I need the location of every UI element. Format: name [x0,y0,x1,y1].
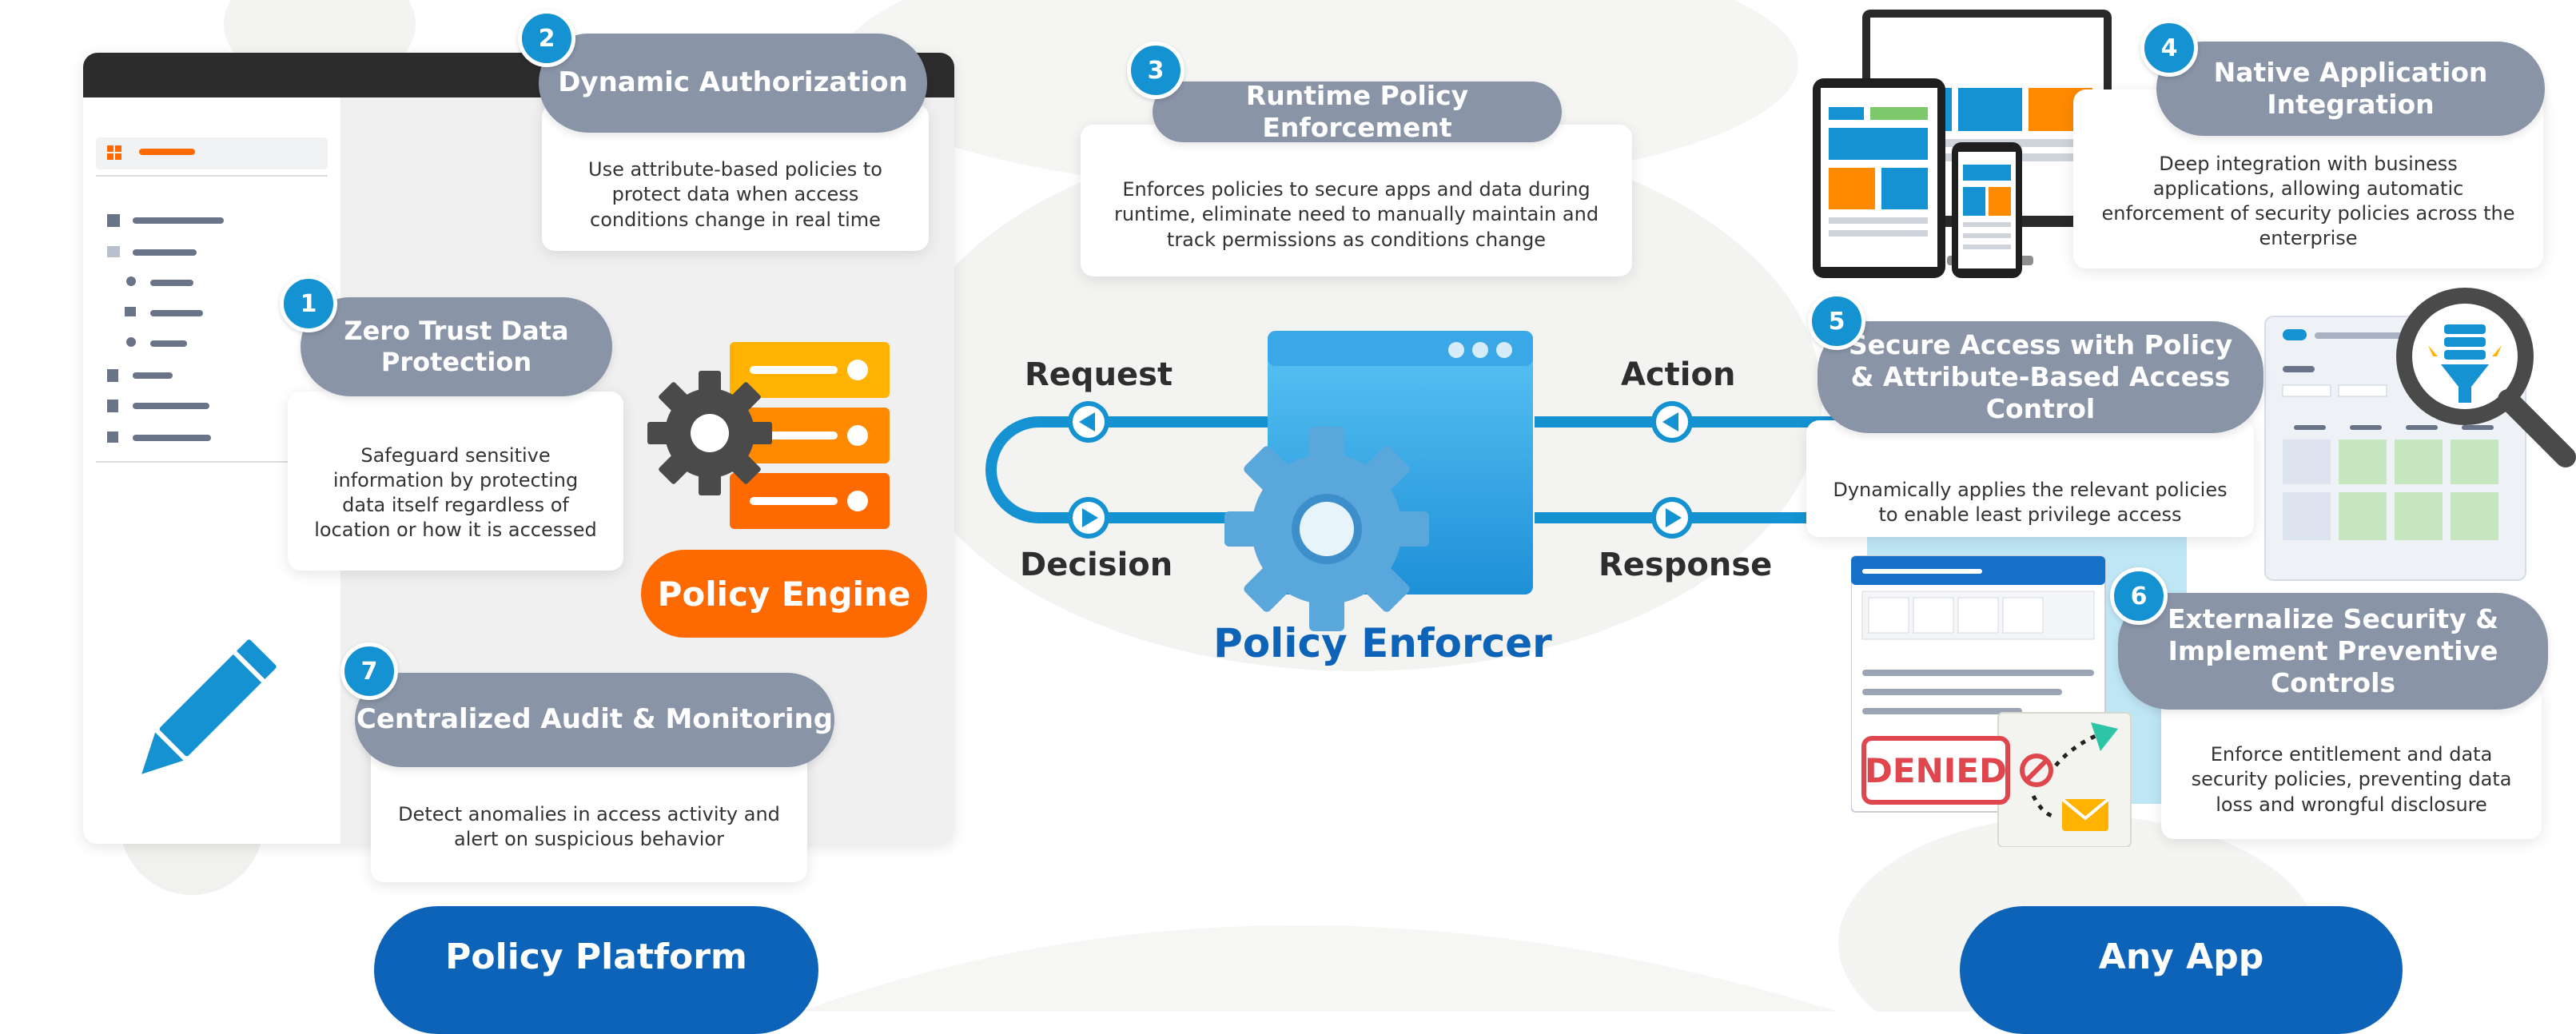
feature-3-description: Enforces policies to secure apps and dat… [1081,125,1632,276]
policy-enforcer-label: Policy Enforcer [1213,620,1552,666]
feature-7-badge: 7 [340,642,398,700]
feature-3-title: Runtime Policy Enforcement [1153,80,1562,143]
feature-1-badge: 1 [280,275,337,332]
response-label: Response [1599,547,1773,583]
feature-5-description: Dynamically applies the relevant policie… [1806,420,2254,537]
policy-engine-label: Policy Engine [641,550,927,638]
feature-2-title: Dynamic Authorization [539,34,927,133]
feature-6-description: Enforce entitlement and data security po… [2161,686,2542,839]
pencil-icon [141,639,277,774]
any-app-label: Any App [1960,906,2403,1034]
audit-grid-illustration [2264,288,2576,581]
feature-1-title: Zero Trust Data Protection [301,297,612,396]
denied-stamp: DENIED [1865,750,2007,790]
feature-7-title: Centralized Audit & Monitoring [355,673,834,767]
feature-6-title: Externalize Security & Implement Prevent… [2118,593,2548,710]
feature-1-description: Safeguard sensitive information by prote… [288,392,623,571]
action-arrow-icon [1651,401,1693,443]
feature-2-badge: 2 [518,10,575,67]
sidebar-menu [96,137,328,463]
policy-platform-label: Policy Platform [374,906,818,1034]
feature-5-title: Secure Access with Policy & Attribute-Ba… [1818,321,2263,433]
devices-illustration [1813,10,2112,278]
feature-6-badge: 6 [2110,567,2168,625]
feature-4-badge: 4 [2140,19,2198,77]
feature-5-badge: 5 [1808,292,1865,350]
feature-4-title: Native Application Integration [2156,42,2545,136]
feature-3-badge: 3 [1127,42,1184,99]
decision-label: Decision [1020,547,1173,583]
policy-engine-icon [647,342,890,529]
response-arrow-icon [1651,497,1693,539]
decision-arrow-icon [1068,497,1109,539]
request-arrow-icon [1068,401,1109,443]
flow-arrows [985,401,1838,539]
request-label: Request [1025,356,1173,393]
action-label: Action [1621,356,1736,393]
policy-enforcer-icon [1224,331,1533,631]
